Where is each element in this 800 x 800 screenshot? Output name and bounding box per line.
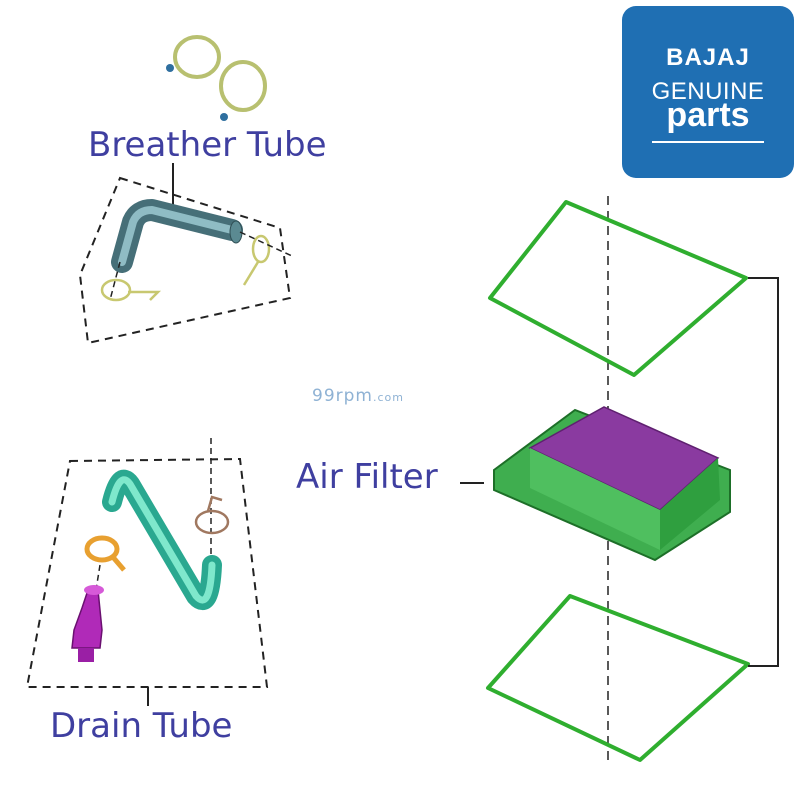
filter-gasket-icon (488, 200, 748, 377)
air-filter-icon (493, 406, 731, 562)
logo-line-1: BAJAJ (666, 44, 750, 71)
hose-clamp-icon (84, 535, 126, 572)
watermark: 99rpm.com (312, 386, 404, 406)
hose-clamp-icon (100, 234, 271, 302)
filter-gasket-icon (486, 594, 750, 762)
hose-clamp-icon (166, 35, 267, 121)
drain-plug-icon (71, 585, 104, 662)
air-filter-group (460, 196, 779, 762)
watermark-suffix: .com (372, 391, 404, 404)
breather-tube-label: Breather Tube (88, 125, 327, 165)
drain-tube-label: Drain Tube (50, 706, 233, 746)
logo-line-2: GENUINE (651, 78, 765, 105)
watermark-main: 99rpm (312, 386, 373, 406)
logo-line-3: parts (666, 96, 750, 134)
drain-tube-group (25, 438, 269, 706)
logo-underline (652, 141, 764, 143)
breather-tube-icon (111, 199, 243, 273)
air-filter-label: Air Filter (296, 457, 438, 497)
hose-clamp-icon (194, 495, 230, 535)
bajaj-genuine-parts-logo: BAJAJ GENUINE parts (622, 6, 794, 178)
drain-tube-icon (102, 469, 222, 611)
breather-tube-group (78, 163, 293, 345)
